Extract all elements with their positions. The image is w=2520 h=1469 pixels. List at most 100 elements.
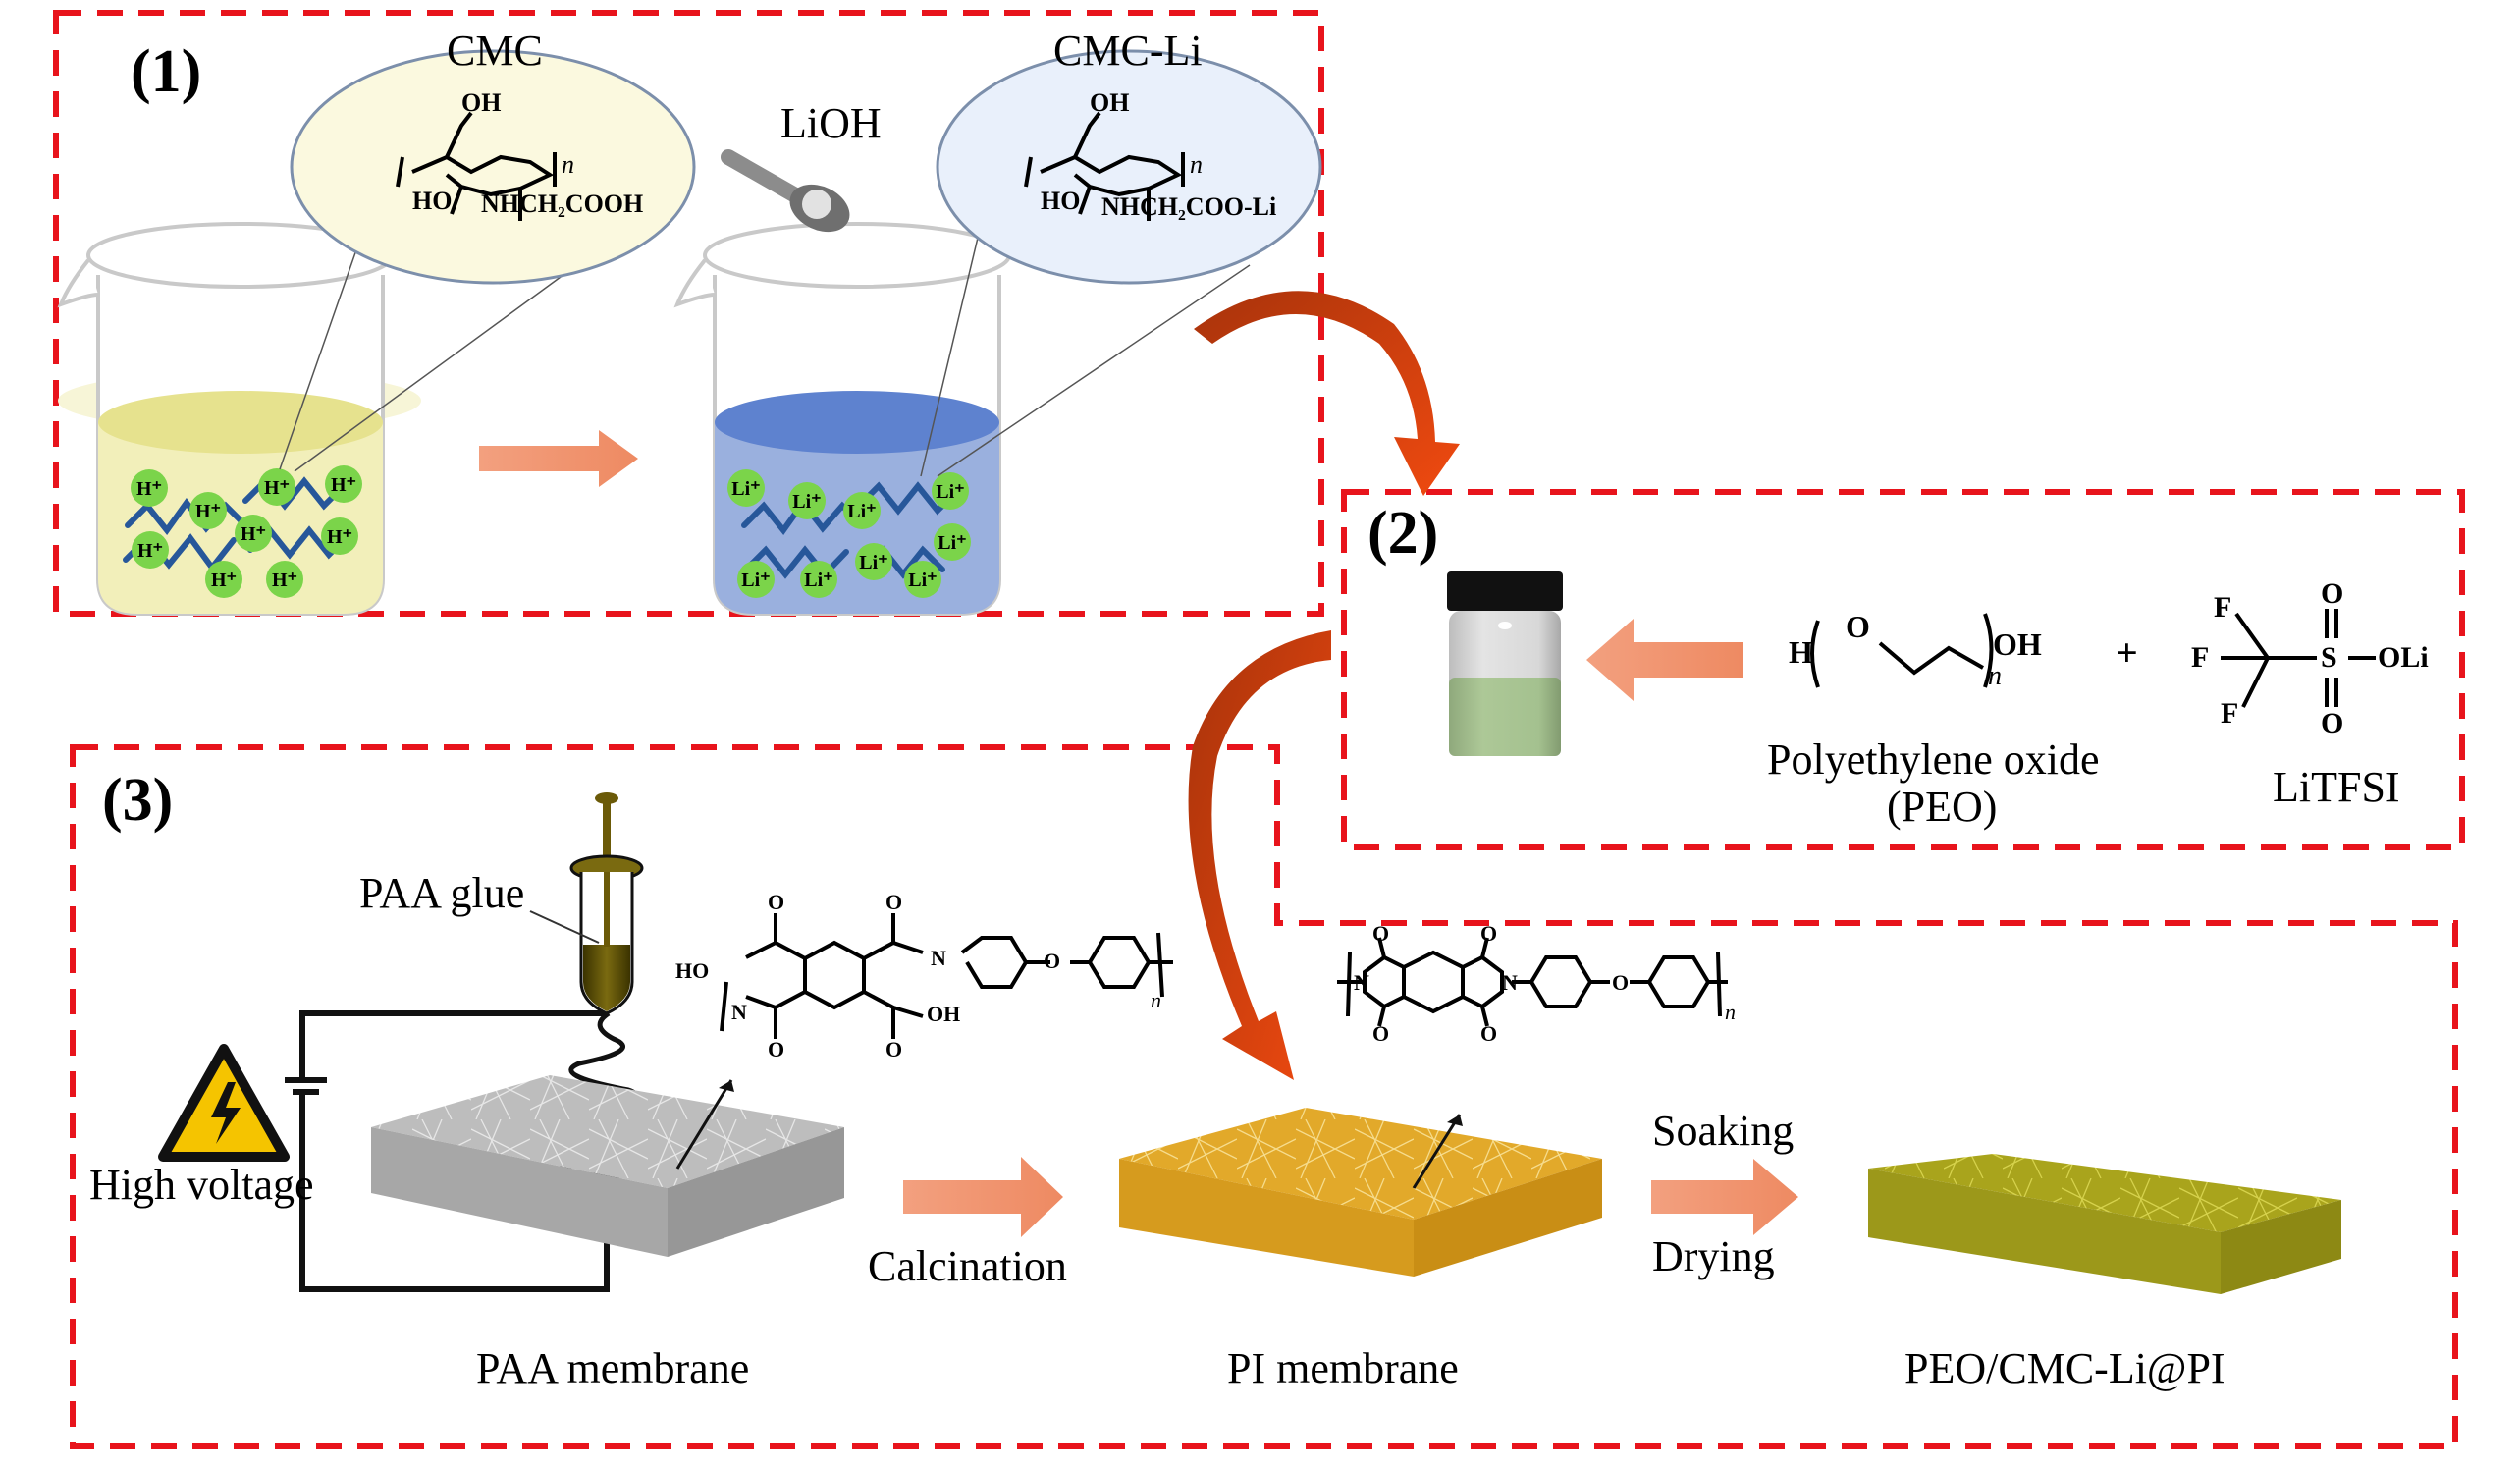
litfsi-s: S bbox=[2321, 641, 2337, 674]
litfsi-f2: F bbox=[2191, 641, 2210, 674]
ion-label: Li⁺ bbox=[741, 570, 770, 591]
cmc-li-oh-label: OH bbox=[1090, 88, 1130, 117]
cmc-substituent-label: NHCH₂COOH bbox=[481, 190, 644, 218]
arrow-mix-to-vial bbox=[1586, 619, 1743, 701]
pi-o4: O bbox=[1480, 1021, 1498, 1046]
ion-sphere bbox=[321, 517, 358, 555]
cmc-li-ho-label: HO bbox=[1041, 187, 1081, 215]
peo-structure bbox=[1810, 613, 1994, 688]
paa-structure bbox=[720, 913, 1173, 1039]
ion-sphere bbox=[855, 543, 892, 580]
high-voltage-label: High voltage bbox=[89, 1161, 314, 1209]
pi-membrane-label: PI membrane bbox=[1227, 1344, 1459, 1392]
ion-label: H⁺ bbox=[137, 540, 163, 562]
calcination-label: Calcination bbox=[868, 1242, 1067, 1290]
pi-structure bbox=[1337, 937, 1728, 1027]
ion-label: H⁺ bbox=[327, 526, 352, 548]
paa-amide-n: N bbox=[931, 946, 946, 970]
ion-sphere bbox=[205, 561, 242, 598]
ion-sphere bbox=[266, 561, 303, 598]
ion-sphere bbox=[932, 472, 969, 510]
composite-membrane-label: PEO/CMC-Li@PI bbox=[1904, 1344, 2225, 1392]
cmc-li-label: CMC-Li bbox=[1053, 27, 1203, 75]
cmc-ho-label: HO bbox=[412, 187, 453, 215]
panel-2-frame bbox=[1341, 489, 2465, 850]
high-voltage-warning-icon bbox=[158, 1044, 290, 1162]
ion-label: Li⁺ bbox=[938, 532, 966, 554]
litfsi-f3: F bbox=[2221, 697, 2239, 730]
cmc-magnifier bbox=[279, 49, 696, 472]
ion-sphere bbox=[325, 465, 362, 503]
paa-ho: HO bbox=[675, 958, 710, 983]
pi-ether-o: O bbox=[1612, 970, 1630, 995]
litfsi-o-top: O bbox=[2321, 577, 2344, 610]
litfsi-oli: OLi bbox=[2378, 641, 2429, 674]
soaking-label: Soaking bbox=[1652, 1107, 1795, 1155]
plus-sign: + bbox=[2116, 630, 2138, 675]
panel-2-number: (2) bbox=[1367, 500, 1439, 567]
ion-label: Li⁺ bbox=[908, 570, 937, 591]
paa-o4: O bbox=[885, 1037, 903, 1061]
pi-n1: N bbox=[1354, 970, 1369, 995]
arrow-cmc-to-cmcli bbox=[479, 430, 638, 487]
paa-membrane-block bbox=[371, 1075, 844, 1257]
cmc-oh-label: OH bbox=[461, 88, 502, 117]
paa-ether-o: O bbox=[1044, 949, 1061, 973]
litfsi-structure bbox=[2221, 609, 2376, 708]
arrow-calcination bbox=[903, 1157, 1063, 1237]
paa-amide-n2: N bbox=[731, 1000, 747, 1024]
cmc-li-repeat-n: n bbox=[1190, 150, 1203, 179]
spoon-icon bbox=[721, 149, 850, 233]
ion-label: H⁺ bbox=[331, 474, 356, 496]
syringe-icon bbox=[529, 792, 644, 1015]
lioh-label: LiOH bbox=[780, 99, 882, 147]
ion-label: H⁺ bbox=[272, 570, 297, 591]
peo-o: O bbox=[1846, 609, 1870, 644]
cmc-li-substituent-label: NHCH₂COO-Li bbox=[1101, 192, 1277, 221]
panel-1-frame bbox=[53, 10, 1324, 617]
peo-oh: OH bbox=[1993, 626, 2042, 662]
ion-label: H⁺ bbox=[195, 501, 221, 522]
ions-proton: H⁺ H⁺ H⁺ H⁺ H⁺ H⁺ H⁺ H⁺ H⁺ bbox=[131, 465, 362, 598]
ion-label: H⁺ bbox=[264, 477, 290, 499]
ion-sphere bbox=[132, 531, 169, 569]
composite-membrane-block bbox=[1868, 1154, 2341, 1294]
cmc-label: CMC bbox=[447, 27, 543, 75]
panel-3-frame bbox=[70, 744, 2458, 1449]
solution-vial bbox=[1447, 571, 1563, 756]
cmc-li-magnifier bbox=[920, 49, 1322, 477]
ion-sphere bbox=[800, 561, 837, 598]
ion-label: Li⁺ bbox=[936, 481, 964, 503]
paa-o3: O bbox=[768, 1037, 785, 1061]
ion-label: Li⁺ bbox=[731, 478, 760, 500]
ion-label: H⁺ bbox=[241, 523, 266, 545]
peo-h: H bbox=[1789, 634, 1813, 670]
ion-label: H⁺ bbox=[211, 570, 237, 591]
ion-label: Li⁺ bbox=[792, 491, 821, 513]
ion-label: Li⁺ bbox=[859, 552, 887, 573]
ion-label: Li⁺ bbox=[804, 570, 832, 591]
curved-arrow-p2-to-p3 bbox=[1188, 630, 1331, 1080]
curved-arrow-p1-to-p2 bbox=[1194, 291, 1460, 496]
ion-sphere bbox=[131, 469, 168, 507]
ions-lithium: Li⁺Li⁺Li⁺Li⁺Li⁺Li⁺Li⁺Li⁺Li⁺ bbox=[727, 469, 971, 598]
litfsi-o-bottom: O bbox=[2321, 707, 2344, 739]
pi-o3: O bbox=[1372, 1021, 1390, 1046]
paa-repeat-n: n bbox=[1151, 988, 1161, 1012]
pi-n2: N bbox=[1502, 970, 1518, 995]
panel-1-number: (1) bbox=[131, 38, 202, 105]
peo-name-label: Polyethylene oxide bbox=[1767, 735, 2100, 784]
peo-abbrev-label: (PEO) bbox=[1887, 783, 1998, 831]
ion-sphere bbox=[727, 469, 765, 507]
litfsi-f1: F bbox=[2214, 591, 2232, 624]
circuit-wires bbox=[285, 1010, 610, 1292]
ion-sphere bbox=[189, 492, 227, 529]
cmc-ring-structure bbox=[396, 111, 557, 221]
drying-label: Drying bbox=[1652, 1232, 1775, 1280]
paa-membrane-label: PAA membrane bbox=[476, 1344, 750, 1392]
ion-sphere bbox=[235, 515, 272, 552]
ion-label: H⁺ bbox=[136, 478, 162, 500]
ion-label: Li⁺ bbox=[847, 501, 876, 522]
